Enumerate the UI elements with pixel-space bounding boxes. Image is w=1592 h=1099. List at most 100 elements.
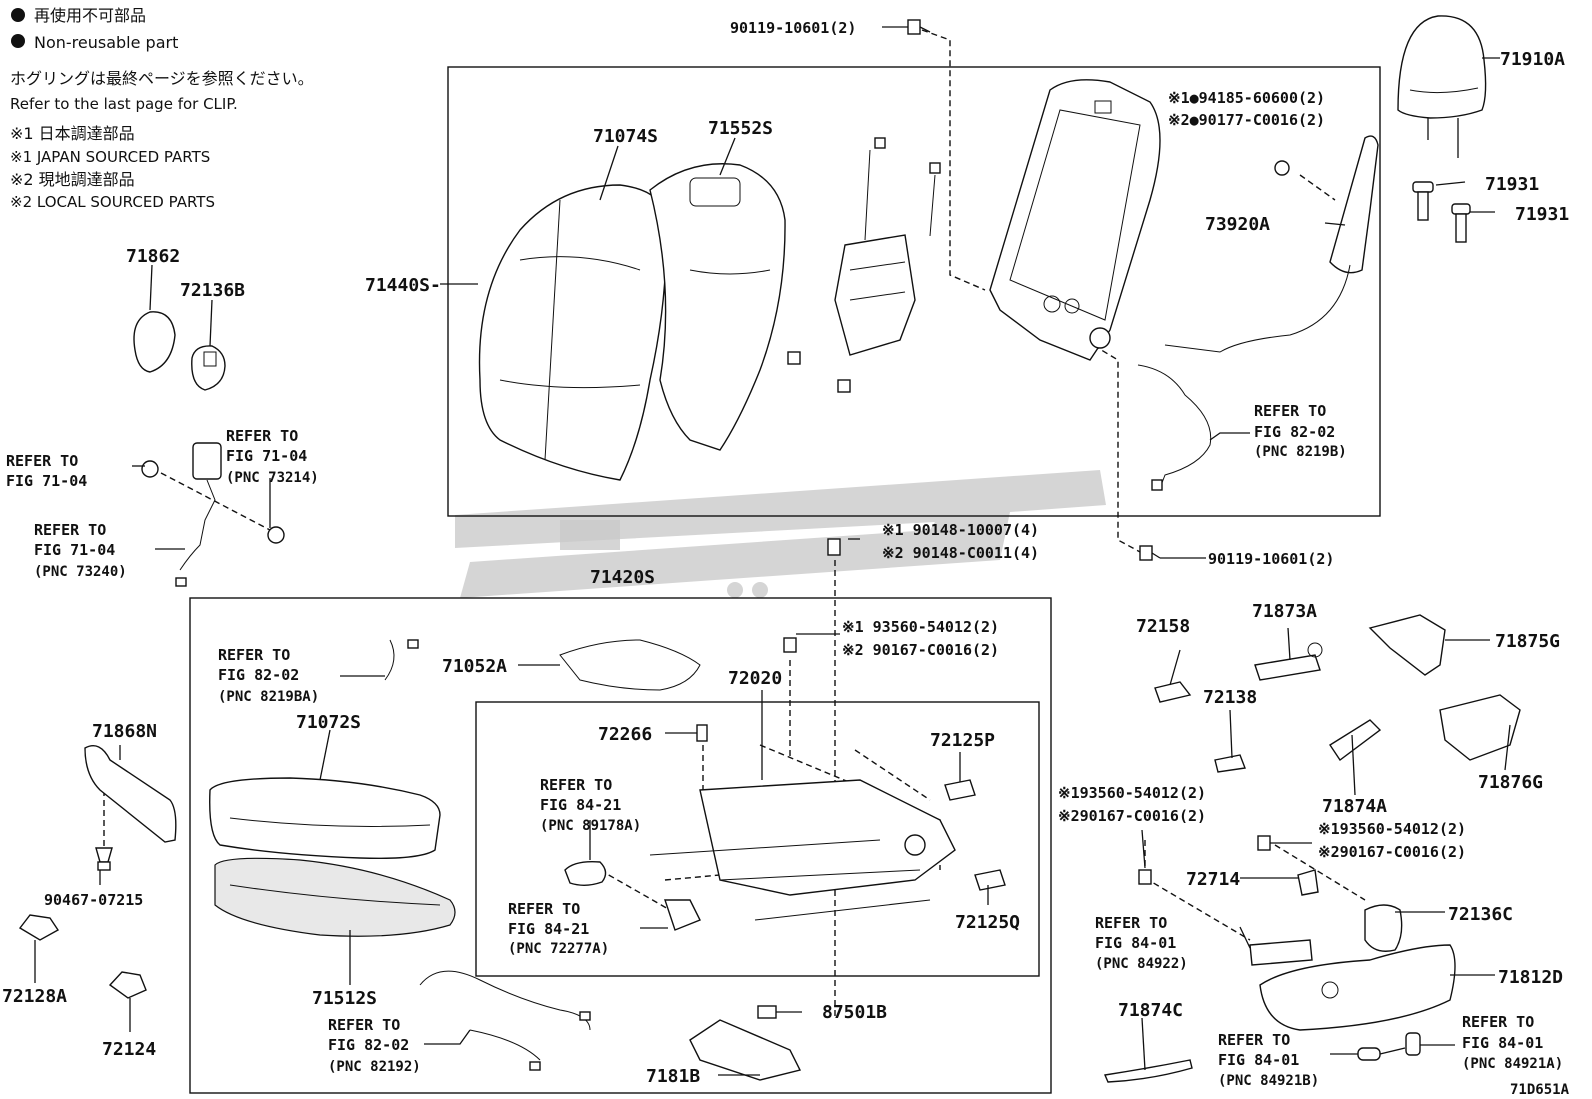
- refer-to-fig[interactable]: FIG 82-02: [1254, 423, 1335, 441]
- cover-part[interactable]: [1104, 1059, 1193, 1083]
- part-number-label[interactable]: 72136B: [180, 280, 245, 301]
- cover-part[interactable]: [974, 869, 1006, 891]
- refer-to-fig[interactable]: FIG 84-01: [1462, 1034, 1543, 1052]
- part-number-label[interactable]: 71512S: [312, 988, 377, 1009]
- refer-to-label[interactable]: REFER TO: [1462, 1013, 1534, 1031]
- part-number-label[interactable]: 90119-10601(2): [730, 19, 856, 37]
- part-number-label[interactable]: 71074S: [593, 126, 658, 147]
- refer-to-fig[interactable]: FIG 84-01: [1095, 934, 1176, 952]
- bolt-part[interactable]: [827, 538, 841, 556]
- bolt-part[interactable]: [1138, 869, 1152, 885]
- cover-part[interactable]: [1254, 642, 1323, 681]
- part-number-label[interactable]: 71910A: [1500, 49, 1565, 70]
- part-number-label[interactable]: 71875G: [1495, 631, 1560, 652]
- part-number-label[interactable]: 72158: [1136, 616, 1190, 637]
- sensor-part[interactable]: [564, 860, 607, 886]
- seat-cushion-cover-part[interactable]: [209, 777, 441, 859]
- refer-to-label[interactable]: REFER TO: [1218, 1031, 1290, 1049]
- part-number-label[interactable]: 71868N: [92, 721, 157, 742]
- refer-to-label[interactable]: REFER TO: [218, 646, 290, 664]
- headrest-part[interactable]: [1397, 15, 1487, 158]
- switch-knob-part[interactable]: [1405, 1032, 1421, 1056]
- side-shield-part[interactable]: [1259, 944, 1456, 1031]
- seatback-frame-part[interactable]: [989, 79, 1161, 361]
- seatback-pad-part[interactable]: [649, 163, 786, 451]
- part-number-label[interactable]: 71873A: [1252, 601, 1317, 622]
- part-number-label[interactable]: 71440S-: [365, 275, 441, 296]
- bolt-part[interactable]: [1257, 835, 1271, 851]
- part-number-label[interactable]: 72125Q: [955, 912, 1020, 933]
- side-trim-part[interactable]: [84, 745, 177, 843]
- part-number-label[interactable]: 90119-10601(2): [1208, 550, 1334, 568]
- switch-knob-part[interactable]: [1357, 1047, 1381, 1061]
- part-number-label[interactable]: ※290167-C0016(2): [1318, 843, 1466, 861]
- refer-to-fig[interactable]: FIG 82-02: [328, 1036, 409, 1054]
- part-number-label[interactable]: 72266: [598, 724, 652, 745]
- cover-part[interactable]: [1154, 681, 1192, 703]
- bracket-part[interactable]: [664, 899, 701, 931]
- part-number-label[interactable]: 71874A: [1322, 796, 1387, 817]
- seat-switch-part[interactable]: [1249, 939, 1313, 966]
- recliner-knob-part[interactable]: [191, 345, 226, 391]
- cover-part[interactable]: [1329, 719, 1382, 762]
- part-number-label[interactable]: ※1●94185-60600(2): [1168, 89, 1325, 107]
- shield-part[interactable]: [1368, 614, 1446, 676]
- bracket-part[interactable]: [689, 1019, 802, 1081]
- part-number-label[interactable]: 71812D: [1498, 967, 1563, 988]
- refer-to-label[interactable]: REFER TO: [508, 900, 580, 918]
- lumbar-support-part[interactable]: [787, 137, 941, 393]
- switch-part[interactable]: [757, 1005, 777, 1019]
- refer-to-fig[interactable]: FIG 82-02: [218, 666, 299, 684]
- bracket-part[interactable]: [1297, 869, 1319, 896]
- part-number-label[interactable]: 73920A: [1205, 214, 1270, 235]
- part-number-label[interactable]: 71876G: [1478, 772, 1543, 793]
- cover-part[interactable]: [944, 779, 976, 801]
- refer-to-label[interactable]: REFER TO: [1254, 402, 1326, 420]
- cover-cap-part[interactable]: [108, 971, 147, 999]
- part-number-label[interactable]: ※2 90167-C0016(2): [842, 641, 999, 659]
- refer-to-label[interactable]: REFER TO: [540, 776, 612, 794]
- part-number-label[interactable]: 7181B: [646, 1066, 700, 1087]
- part-number-label[interactable]: 71862: [126, 246, 180, 267]
- part-number-label[interactable]: 90467-07215: [44, 891, 143, 909]
- seatback-cover-part[interactable]: [478, 184, 667, 481]
- cover-part[interactable]: [1214, 754, 1246, 773]
- refer-to-fig[interactable]: FIG 71-04: [6, 472, 87, 490]
- refer-to-label[interactable]: REFER TO: [1095, 914, 1167, 932]
- part-number-label[interactable]: ※1 90148-10007(4): [882, 521, 1039, 539]
- headrest-guide-part[interactable]: [1412, 181, 1471, 243]
- refer-to-fig[interactable]: FIG 71-04: [226, 447, 307, 465]
- part-number-label[interactable]: 72020: [728, 668, 782, 689]
- bolt-part[interactable]: [783, 637, 797, 653]
- part-number-label[interactable]: ※2●90177-C0016(2): [1168, 111, 1325, 129]
- seat-trim-cover-part[interactable]: [133, 311, 176, 373]
- part-number-label[interactable]: 71420S: [590, 567, 655, 588]
- refer-to-label[interactable]: REFER TO: [34, 521, 106, 539]
- refer-to-fig[interactable]: FIG 71-04: [34, 541, 115, 559]
- seat-adjuster-frame-part[interactable]: [649, 779, 956, 921]
- refer-to-label[interactable]: REFER TO: [226, 427, 298, 445]
- part-number-label[interactable]: 72136C: [1448, 904, 1513, 925]
- part-number-label[interactable]: ※290167-C0016(2): [1058, 807, 1206, 825]
- part-number-label[interactable]: 72138: [1203, 687, 1257, 708]
- part-number-label[interactable]: 71874C: [1118, 1000, 1183, 1021]
- part-number-label[interactable]: 71931: [1485, 174, 1539, 195]
- seat-cushion-pad-part[interactable]: [214, 857, 456, 937]
- refer-to-fig[interactable]: FIG 84-21: [508, 920, 589, 938]
- bolt-part[interactable]: [1139, 545, 1161, 561]
- shield-part[interactable]: [1439, 694, 1521, 761]
- part-number-label[interactable]: 71931: [1515, 204, 1569, 225]
- part-number-label[interactable]: ※2 90148-C0011(4): [882, 544, 1039, 562]
- cover-cap-part[interactable]: [18, 914, 60, 941]
- part-number-label[interactable]: 71552S: [708, 118, 773, 139]
- refer-to-fig[interactable]: FIG 84-21: [540, 796, 621, 814]
- wire-harness-part[interactable]: [384, 639, 701, 691]
- part-number-label[interactable]: 72128A: [2, 986, 67, 1007]
- clip-part[interactable]: [95, 847, 113, 871]
- part-number-label[interactable]: 72714: [1186, 869, 1240, 890]
- refer-to-label[interactable]: REFER TO: [6, 452, 78, 470]
- seat-belt-buckle-part[interactable]: [141, 442, 285, 587]
- part-number-label[interactable]: 71072S: [296, 712, 361, 733]
- part-number-label[interactable]: ※193560-54012(2): [1318, 820, 1466, 838]
- part-number-label[interactable]: 72124: [102, 1039, 156, 1060]
